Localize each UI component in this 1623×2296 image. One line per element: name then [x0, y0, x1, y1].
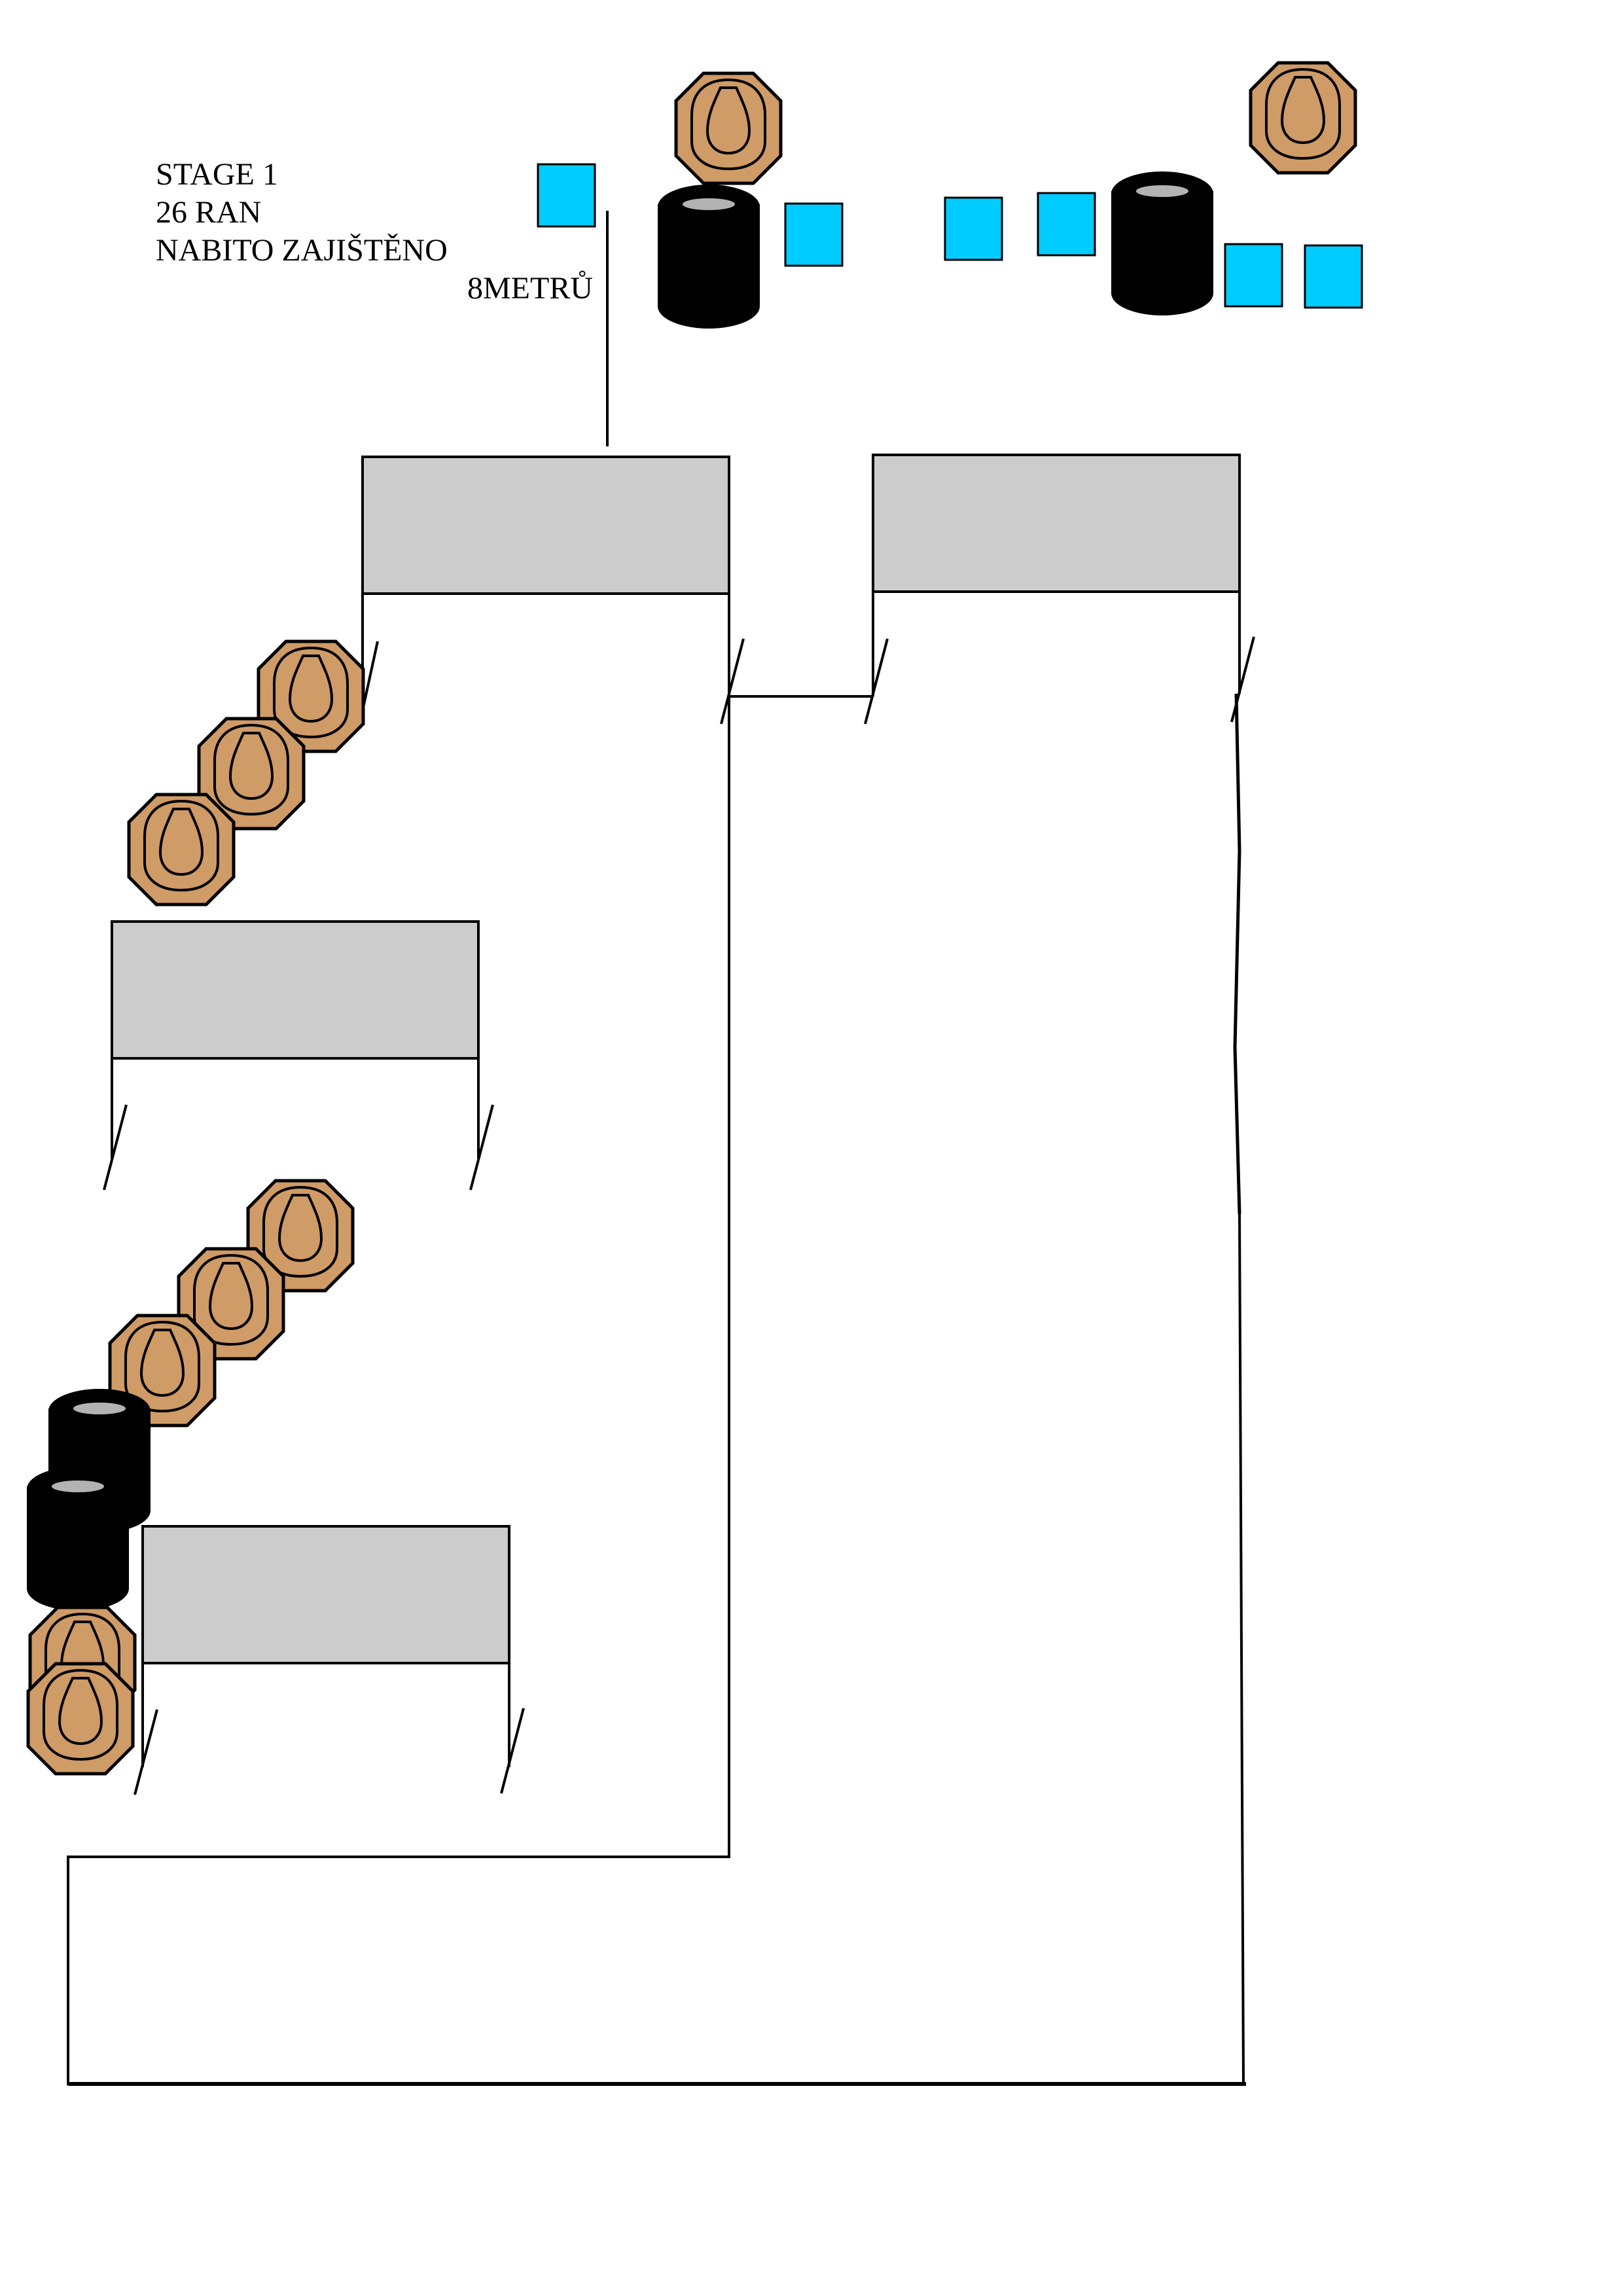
barricade-4: [141, 1525, 510, 1664]
barricade-2: [872, 454, 1241, 593]
popper-5: [1224, 243, 1283, 308]
tire-stack-top-1: [658, 185, 760, 329]
popper-2: [784, 202, 844, 267]
popper-1: [537, 163, 596, 228]
distance-label: 8METRŮ: [467, 271, 593, 306]
popper-4: [1037, 192, 1096, 257]
stage-title: STAGE 1: [156, 157, 278, 192]
barricade-3: [111, 920, 480, 1060]
tire-stack-left-2: [27, 1467, 129, 1611]
start-condition: NABITO ZAJIŠTĚNO: [156, 233, 448, 268]
tire-stack-top-2: [1111, 171, 1213, 315]
barricade-1: [361, 456, 730, 595]
fault-lines: [103, 592, 1255, 1795]
target-top-2: [1251, 63, 1355, 173]
shooting-area-boundary: [67, 693, 1246, 2086]
target-top-1: [676, 73, 781, 183]
round-count: 26 RAN: [156, 195, 262, 230]
popper-6: [1304, 244, 1363, 309]
target-left-3: [129, 795, 234, 905]
target-left-8: [28, 1664, 133, 1774]
popper-3: [944, 196, 1003, 261]
